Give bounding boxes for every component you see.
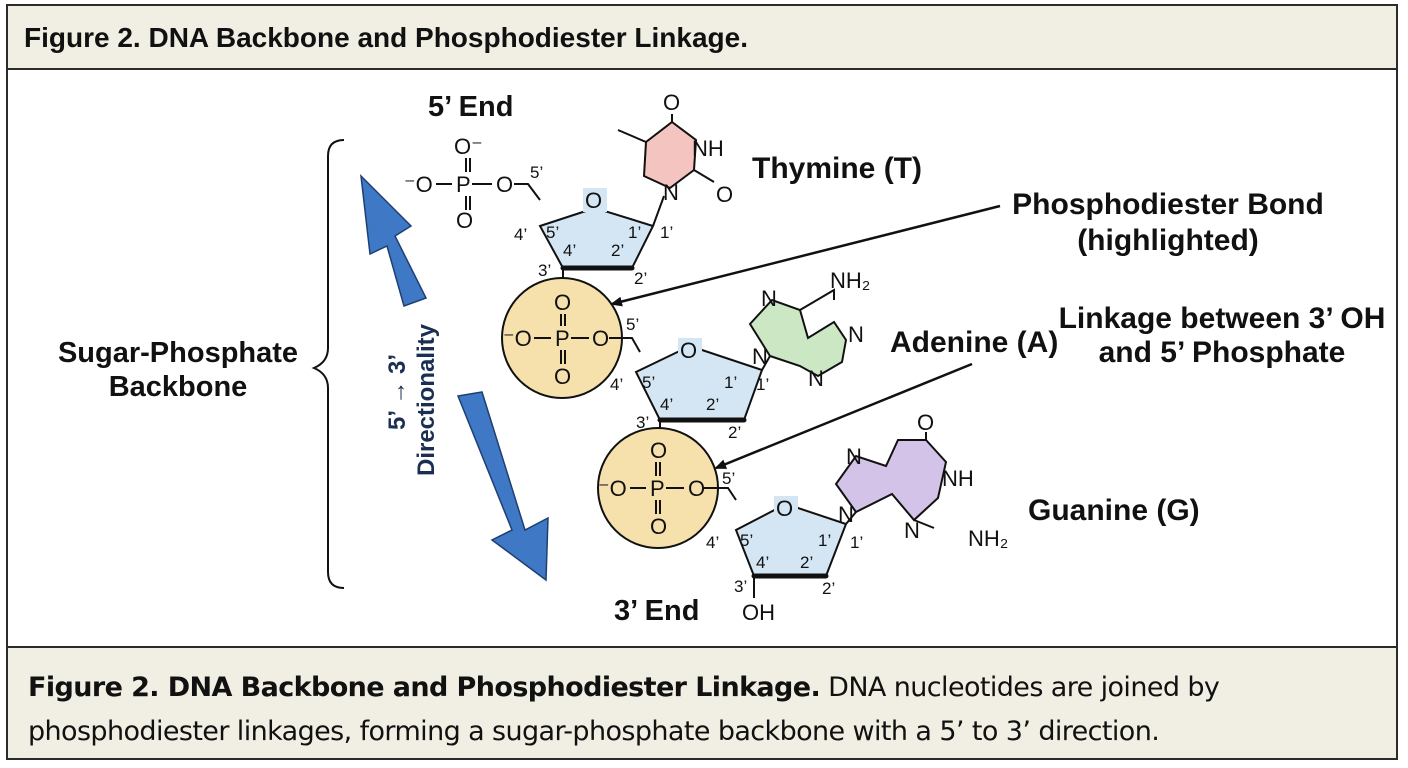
atom-label: O	[688, 476, 705, 501]
atom-label: O	[456, 208, 473, 233]
atom-label: O⁻	[454, 134, 483, 159]
thymine-label: Thymine (T)	[752, 152, 922, 185]
atom-label: P	[456, 172, 471, 197]
atom-label: O	[592, 326, 609, 351]
atom-label: O	[680, 338, 697, 363]
figure-frame: Figure 2. DNA Backbone and Phosphodieste…	[6, 4, 1398, 760]
linkage-callout-arrow	[714, 362, 973, 470]
position-label: 1’	[818, 531, 831, 550]
position-label: 5’	[722, 469, 735, 488]
position-label: 1’	[724, 373, 737, 392]
position-label: 2’	[822, 579, 835, 598]
title-bar: Figure 2. DNA Backbone and Phosphodieste…	[8, 6, 1396, 70]
atom-label: N	[848, 322, 864, 347]
backbone-label-line1: Sugar-Phosphate	[58, 337, 298, 369]
position-label: 3’	[734, 577, 747, 596]
position-label: 4’	[756, 553, 769, 572]
atom-label: O	[554, 290, 571, 315]
position-label: 2’	[634, 269, 647, 288]
position-label: 4’	[660, 395, 673, 414]
atom-label: ⁻O	[503, 326, 532, 351]
atom-label: N	[904, 518, 920, 543]
atom-label: O	[554, 364, 571, 389]
atom-label: NH	[942, 466, 974, 491]
position-label: 5’	[530, 163, 543, 182]
atom-label: N	[761, 286, 777, 311]
atom-label: P	[650, 476, 665, 501]
position-label: 3’	[636, 413, 649, 432]
atom-label: N	[846, 444, 862, 469]
position-label: 2’	[800, 553, 813, 572]
atom-label: NH	[692, 136, 724, 161]
position-label: 4’	[706, 533, 719, 552]
phosphodiester-label-line1: Phosphodiester Bond	[1012, 188, 1324, 221]
directionality-arrow-up	[360, 173, 428, 307]
atom-label: NH₂	[968, 526, 1008, 551]
position-label: 5’	[642, 373, 655, 392]
position-label: 5’	[626, 315, 639, 334]
adenine-ring	[748, 298, 848, 378]
position-label: 2’	[728, 423, 741, 442]
backbone-bracket	[311, 139, 345, 589]
atom-label: OH	[742, 600, 775, 625]
atom-label: N	[752, 344, 768, 369]
atom-label: N	[838, 502, 854, 527]
atom-label: N	[808, 366, 824, 391]
atom-label: O	[650, 514, 667, 539]
phosphodiester-label-line2: (highlighted)	[1077, 224, 1259, 257]
position-label: 3’	[538, 261, 551, 280]
adenine-label: Adenine (A)	[890, 326, 1058, 359]
guanine-label: Guanine (G)	[1028, 494, 1200, 527]
backbone-label-line2: Backbone	[109, 371, 248, 403]
caption-bold: Figure 2. DNA Backbone and Phosphodieste…	[28, 672, 821, 703]
position-label: 5’	[740, 531, 753, 550]
three-prime-end-label: 3’ End	[614, 595, 699, 627]
position-label: 1’	[628, 223, 641, 242]
position-label: 5’	[546, 223, 559, 242]
position-label: 2’	[611, 241, 624, 260]
atom-label: O	[776, 496, 793, 521]
atom-label: O	[496, 172, 513, 197]
phosphodiester-callout-arrow	[610, 204, 1001, 307]
position-label: 4’	[563, 241, 576, 260]
figure-caption: Figure 2. DNA Backbone and Phosphodieste…	[28, 666, 1368, 754]
directionality-arrow-label: 5’ → 3’	[384, 354, 411, 430]
atom-label: O	[716, 182, 733, 207]
position-label: 4’	[610, 375, 623, 394]
thymine-ring	[642, 120, 698, 190]
linkage-label-line2: and 5’ Phosphate	[1099, 336, 1346, 369]
atom-label: P	[555, 326, 570, 351]
atom-label: N	[663, 180, 679, 205]
position-label: 1’	[756, 375, 769, 394]
atom-label: O	[650, 438, 667, 463]
atom-label: NH₂	[830, 268, 870, 293]
atom-label: ⁻O	[404, 172, 433, 197]
atom-label: ⁻O	[598, 476, 627, 501]
caption-body: DNA nucleotides are joined by phosphodie…	[28, 672, 1220, 747]
figure-title: Figure 2. DNA Backbone and Phosphodieste…	[24, 22, 748, 53]
atom-label: O	[585, 188, 602, 213]
position-label: 2’	[706, 395, 719, 414]
caption-bar: Figure 2. DNA Backbone and Phosphodieste…	[8, 646, 1396, 758]
linkage-label-line1: Linkage between 3’ OH	[1059, 302, 1386, 335]
directionality-arrow-down	[456, 391, 549, 582]
atom-label: O	[663, 90, 680, 115]
position-label: 1’	[660, 223, 673, 242]
position-label: 1’	[850, 533, 863, 552]
directionality-label: Directionality	[413, 323, 440, 476]
five-prime-end-label: 5’ End	[428, 91, 513, 123]
position-label: 4’	[514, 225, 527, 244]
atom-label: O	[917, 410, 934, 435]
